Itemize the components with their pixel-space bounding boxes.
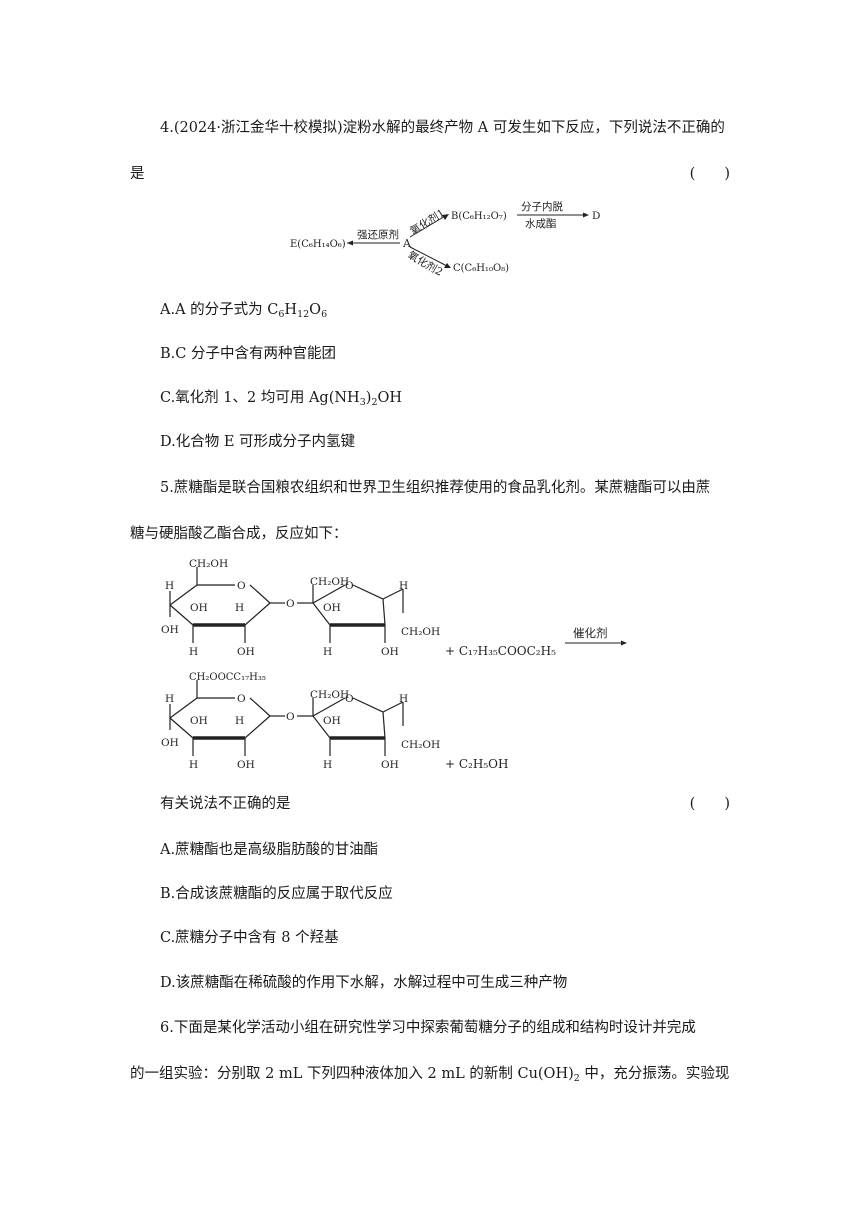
compound-c: C(C₆H₁₀O₈)	[453, 263, 509, 274]
svg-text:O: O	[286, 598, 295, 610]
svg-text:OH: OH	[161, 624, 179, 636]
svg-text:O: O	[237, 580, 246, 592]
arrowhead-c	[444, 263, 451, 268]
q4-answer-bracket: ( )	[689, 166, 730, 182]
q5-option-d: D.该蔗糖酯在稀硫酸的作用下水解，水解过程中可生成三种产物	[160, 975, 568, 991]
svg-text:OH: OH	[323, 715, 341, 727]
svg-text:OH: OH	[190, 602, 208, 614]
q5-stem-line2: 糖与硬脂酸乙酯合成，反应如下：	[130, 526, 348, 542]
svg-text:OH: OH	[161, 737, 179, 749]
svg-text:OH: OH	[237, 646, 255, 658]
svg-text:H: H	[399, 580, 408, 592]
q6-stem-line2: 的一组实验：分别取 2 mL 下列四种液体加入 2 mL 的新制 Cu(OH)2…	[130, 1066, 730, 1084]
catalyst-label: 催化剂	[573, 626, 608, 640]
q5-answer-bracket: ( )	[689, 796, 730, 812]
sucrose-structure: CH₂OH O H OH H OH H OH O CH₂OH O OH H OH…	[161, 558, 627, 658]
svg-text:O: O	[237, 693, 246, 705]
arrowhead-d	[583, 212, 589, 218]
svg-text:H: H	[235, 715, 244, 727]
compound-b: B(C₆H₁₂O₇)	[451, 211, 507, 222]
svg-text:H: H	[399, 693, 408, 705]
svg-text:H: H	[165, 580, 174, 592]
label-dehydration-top: 分子内脱	[521, 200, 563, 213]
q4-stem-line1: 4.(2024·浙江金华十校模拟)淀粉水解的最终产物 A 可发生如下反应，下列说…	[160, 120, 725, 136]
svg-text:H: H	[189, 759, 198, 771]
svg-text:CH₂OH: CH₂OH	[310, 689, 349, 701]
svg-text:CH₂OOCC₁₇H₃₅: CH₂OOCC₁₇H₃₅	[189, 672, 266, 683]
q4-stem-line2: 是	[130, 166, 145, 182]
label-oxidant-2: 氧化剂2	[406, 248, 446, 278]
sucrose-ester-structure: CH₂OOCC₁₇H₃₅ O H OH H OH H OH O CH₂OH O …	[161, 672, 508, 771]
q4-option-a: A.A 的分子式为 C6H12O6	[160, 302, 328, 320]
scheme-center-a: A	[402, 237, 412, 250]
byproduct-ethanol: + C₂H₅OH	[445, 757, 508, 771]
compound-e: E(C₆H₁₄O₆)	[290, 239, 346, 250]
reagent-ethyl-stearate: + C₁₇H₃₅COOC₂H₅	[445, 644, 556, 658]
svg-text:H: H	[235, 602, 244, 614]
compound-d: D	[592, 210, 600, 222]
label-dehydration-bottom: 水成酯	[525, 218, 557, 230]
label-oxidant-1: 氧化剂1	[408, 206, 447, 237]
svg-text:CH₂OH: CH₂OH	[189, 558, 228, 570]
svg-text:OH: OH	[381, 759, 399, 771]
svg-text:O: O	[286, 711, 295, 723]
svg-text:OH: OH	[323, 602, 341, 614]
svg-text:CH₂OH: CH₂OH	[310, 576, 349, 588]
svg-text:H: H	[323, 759, 332, 771]
q4-option-b: B.C 分子中含有两种官能团	[160, 346, 336, 362]
q4-option-c: C.氧化剂 1、2 均可用 Ag(NH3)2OH	[160, 390, 403, 408]
q5-option-c: C.蔗糖分子中含有 8 个羟基	[160, 930, 339, 946]
q6-stem-line1: 6.下面是某化学活动小组在研究性学习中探索葡萄糖分子的组成和结构时设计并完成	[160, 1020, 696, 1036]
svg-text:CH₂OH: CH₂OH	[401, 739, 440, 751]
svg-text:H: H	[323, 646, 332, 658]
q5-option-a: A.蔗糖酯也是高级脂肪酸的甘油酯	[160, 842, 379, 858]
arrowhead-b	[442, 214, 449, 220]
label-strong-reductant: 强还原剂	[357, 228, 399, 241]
svg-text:H: H	[189, 646, 198, 658]
arrowhead-e	[347, 240, 353, 246]
q4-reaction-scheme: A 强还原剂 E(C₆H₁₄O₆) 氧化剂1 B(C₆H₁₂O₇) 分子内脱 水…	[290, 200, 600, 279]
q5-stem-line1: 5.蔗糖酯是联合国粮农组织和世界卫生组织推荐使用的食品乳化剂。某蔗糖酯可以由蔗	[160, 480, 711, 496]
svg-text:OH: OH	[190, 715, 208, 727]
svg-text:OH: OH	[237, 759, 255, 771]
svg-text:O: O	[345, 580, 354, 592]
q4-option-d: D.化合物 E 可形成分子内氢键	[160, 434, 356, 450]
arrow-to-c	[409, 246, 450, 268]
svg-text:H: H	[165, 693, 174, 705]
svg-text:O: O	[345, 693, 354, 705]
arrow-to-b	[409, 214, 448, 238]
svg-text:CH₂OH: CH₂OH	[401, 626, 440, 638]
q5-option-b: B.合成该蔗糖酯的反应属于取代反应	[160, 886, 393, 902]
svg-text:OH: OH	[381, 646, 399, 658]
q5-question: 有关说法不正确的是	[160, 796, 291, 812]
